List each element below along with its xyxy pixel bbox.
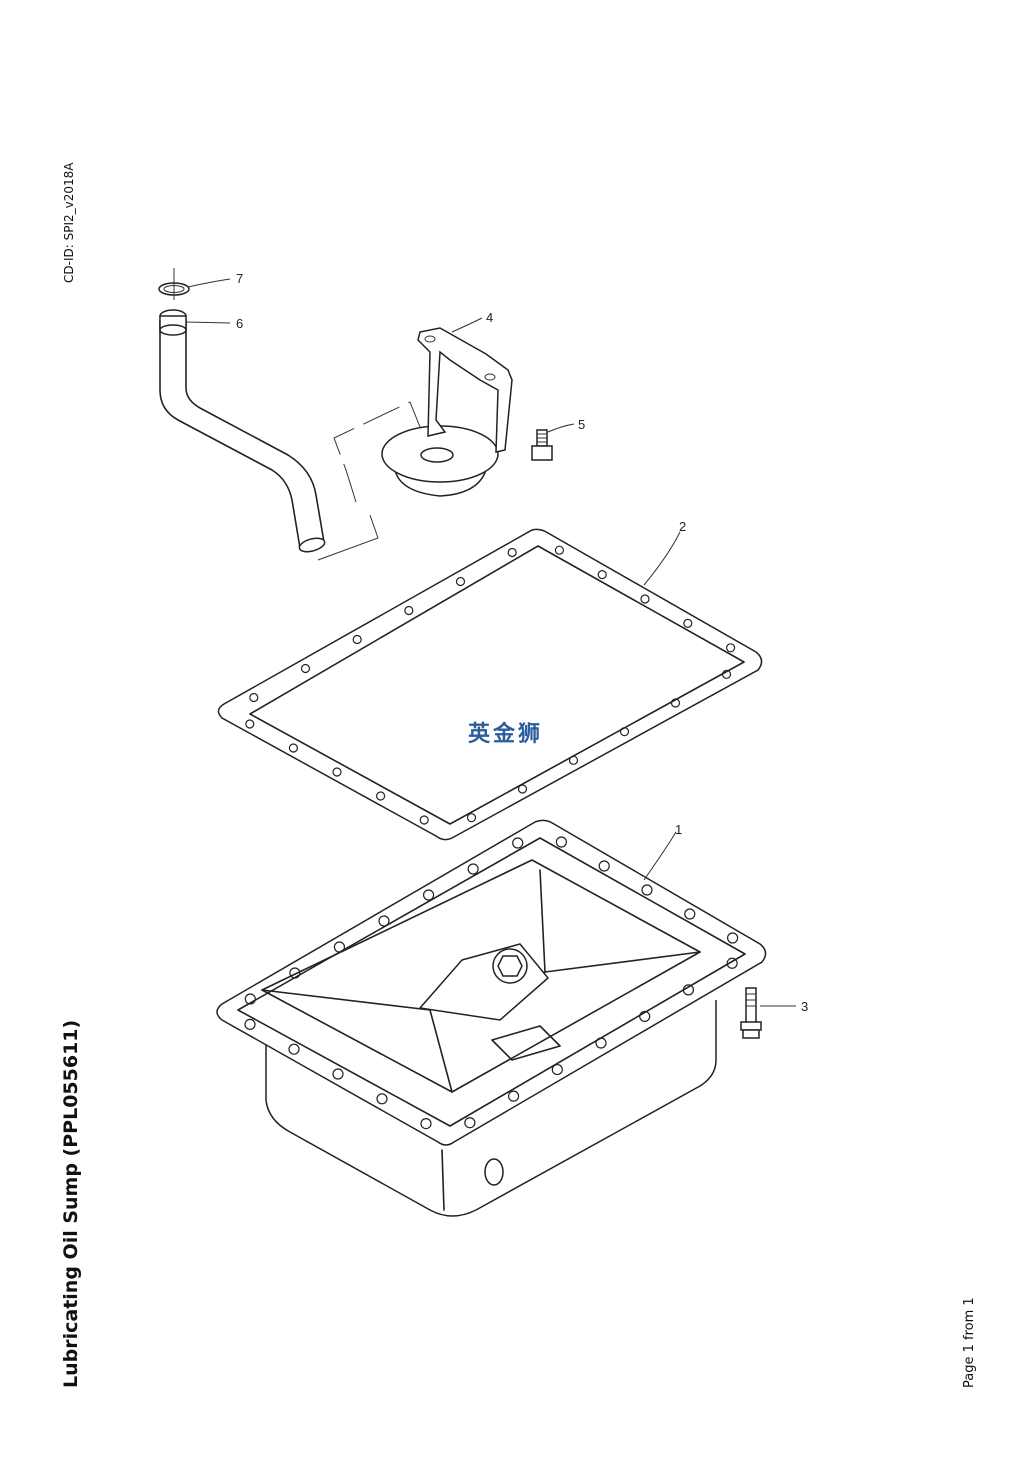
suction-pipe-drawing [159, 309, 326, 553]
bolt-hole [422, 889, 435, 901]
bolt-hole [376, 791, 386, 801]
gasket-bolt-holes [245, 545, 736, 825]
bolt-hole [517, 784, 528, 794]
callout-2: 2 [679, 519, 686, 534]
o-ring-drawing [158, 268, 190, 300]
bolt-hole [682, 984, 695, 996]
bolt-hole [726, 957, 738, 969]
bolt-hole [598, 860, 610, 872]
bolt-hole [245, 719, 255, 729]
alignment-lines [317, 401, 431, 561]
bolt-hole [378, 915, 390, 927]
bolt-hole [464, 1117, 476, 1129]
bolt-hole [376, 1093, 388, 1105]
bolt-hole [551, 1063, 563, 1076]
bolt-hole [466, 813, 477, 823]
bolt-hole [507, 547, 517, 558]
bolt-hole [288, 1043, 300, 1055]
oil-sump-drawing [216, 819, 767, 1217]
bolt-hole [512, 837, 524, 849]
bolt-hole [725, 643, 736, 653]
bolt-hole [555, 836, 568, 848]
bolt-hole [726, 932, 739, 944]
bolt-hole [507, 1090, 520, 1102]
bolt-hole [670, 698, 681, 708]
callout-3: 3 [801, 999, 808, 1014]
bolt-hole [467, 863, 479, 875]
bolt-hole [419, 815, 429, 825]
bolt-hole [683, 618, 693, 629]
bolt-hole [568, 755, 579, 765]
bolt-hole [639, 1010, 651, 1023]
callout-5: 5 [578, 417, 585, 432]
bolt-hole [249, 692, 259, 703]
bolt-hole [352, 634, 362, 645]
bracket-bolt-drawing [531, 429, 553, 461]
callout-7: 7 [236, 271, 243, 286]
bolt-hole [420, 1117, 432, 1130]
sump-bolt-holes [244, 836, 739, 1130]
callout-numbers: 7 6 4 5 2 1 3 [236, 271, 808, 1014]
watermark-logo: 英金狮 [468, 722, 544, 747]
bolt-hole [684, 908, 696, 920]
bolt-hole [641, 884, 653, 896]
bolt-hole [333, 941, 346, 953]
bolt-hole [244, 993, 256, 1005]
bolt-hole [332, 1068, 344, 1080]
bolt-hole [455, 576, 466, 587]
sump-gasket-drawing [217, 528, 763, 841]
bolt-hole [300, 663, 311, 674]
callout-1: 1 [675, 822, 682, 837]
callout-leaders [185, 278, 796, 1007]
bolt-hole [289, 967, 301, 979]
bolt-hole [595, 1037, 607, 1049]
sump-bolt-drawing [740, 987, 762, 1039]
callout-4: 4 [486, 310, 493, 325]
bolt-hole [597, 569, 607, 580]
bolt-hole [640, 594, 650, 604]
bolt-hole [288, 743, 298, 753]
bolt-hole [332, 767, 342, 777]
callout-6: 6 [236, 316, 243, 331]
bolt-hole [554, 545, 565, 555]
bolt-hole [619, 727, 630, 737]
bolt-hole [721, 669, 732, 679]
bolt-hole [244, 1018, 256, 1031]
strainer-drawing [381, 327, 513, 497]
bolt-hole [404, 605, 414, 616]
